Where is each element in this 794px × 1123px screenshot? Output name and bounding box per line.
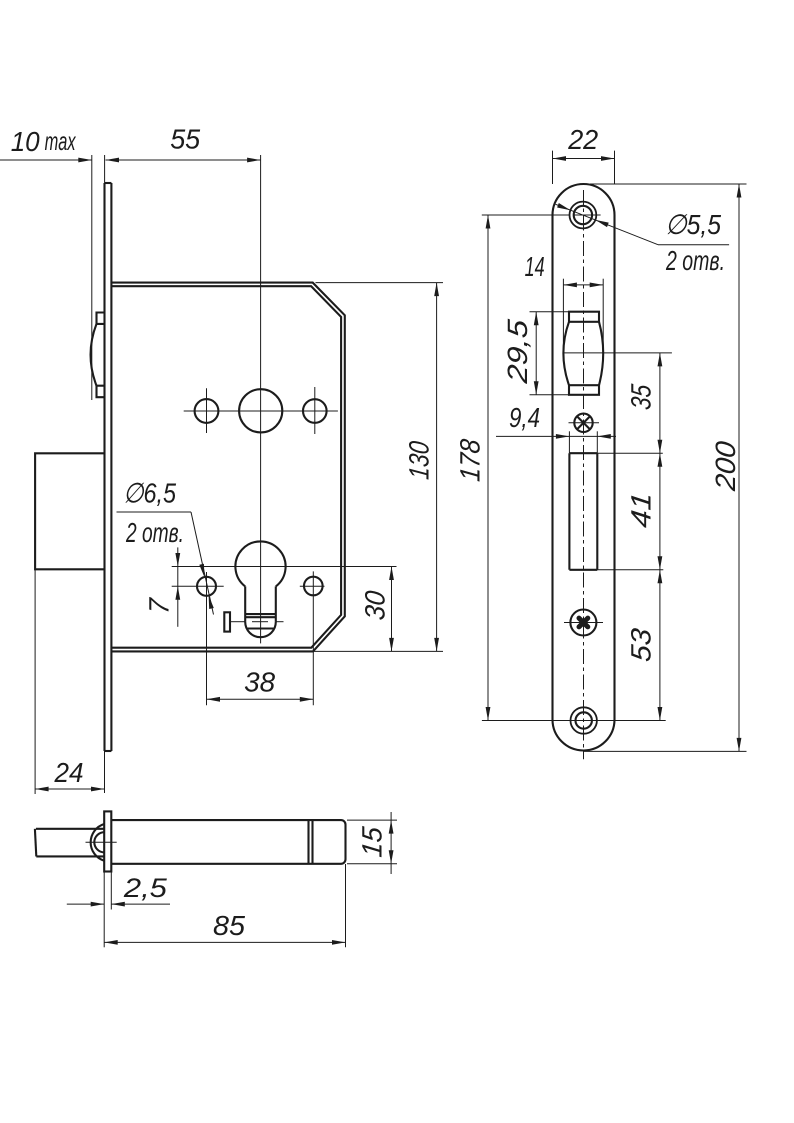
svg-text:2 отв.: 2 отв. — [665, 245, 725, 276]
svg-text:15: 15 — [357, 825, 388, 859]
svg-text:7: 7 — [144, 596, 175, 616]
svg-text:22: 22 — [567, 124, 598, 155]
svg-text:29,5: 29,5 — [502, 318, 533, 386]
svg-text:41: 41 — [626, 491, 657, 529]
svg-text:14: 14 — [525, 251, 545, 282]
svg-text:∅5,5: ∅5,5 — [665, 209, 721, 240]
svg-text:35: 35 — [626, 383, 657, 412]
svg-text:2,5: 2,5 — [123, 873, 168, 903]
svg-text:130: 130 — [404, 439, 435, 481]
svg-text:55: 55 — [170, 123, 200, 154]
svg-text:30: 30 — [360, 589, 391, 622]
svg-text:10: 10 — [11, 126, 40, 157]
svg-text:∅6,5: ∅6,5 — [123, 478, 176, 509]
svg-text:max: max — [45, 126, 77, 156]
svg-text:38: 38 — [244, 666, 275, 697]
svg-text:2 отв.: 2 отв. — [125, 517, 184, 548]
svg-text:9,4: 9,4 — [509, 402, 540, 433]
svg-text:200: 200 — [710, 439, 741, 493]
svg-text:53: 53 — [626, 626, 657, 663]
svg-text:178: 178 — [455, 437, 486, 483]
svg-text:85: 85 — [213, 910, 245, 941]
svg-text:24: 24 — [54, 757, 84, 788]
